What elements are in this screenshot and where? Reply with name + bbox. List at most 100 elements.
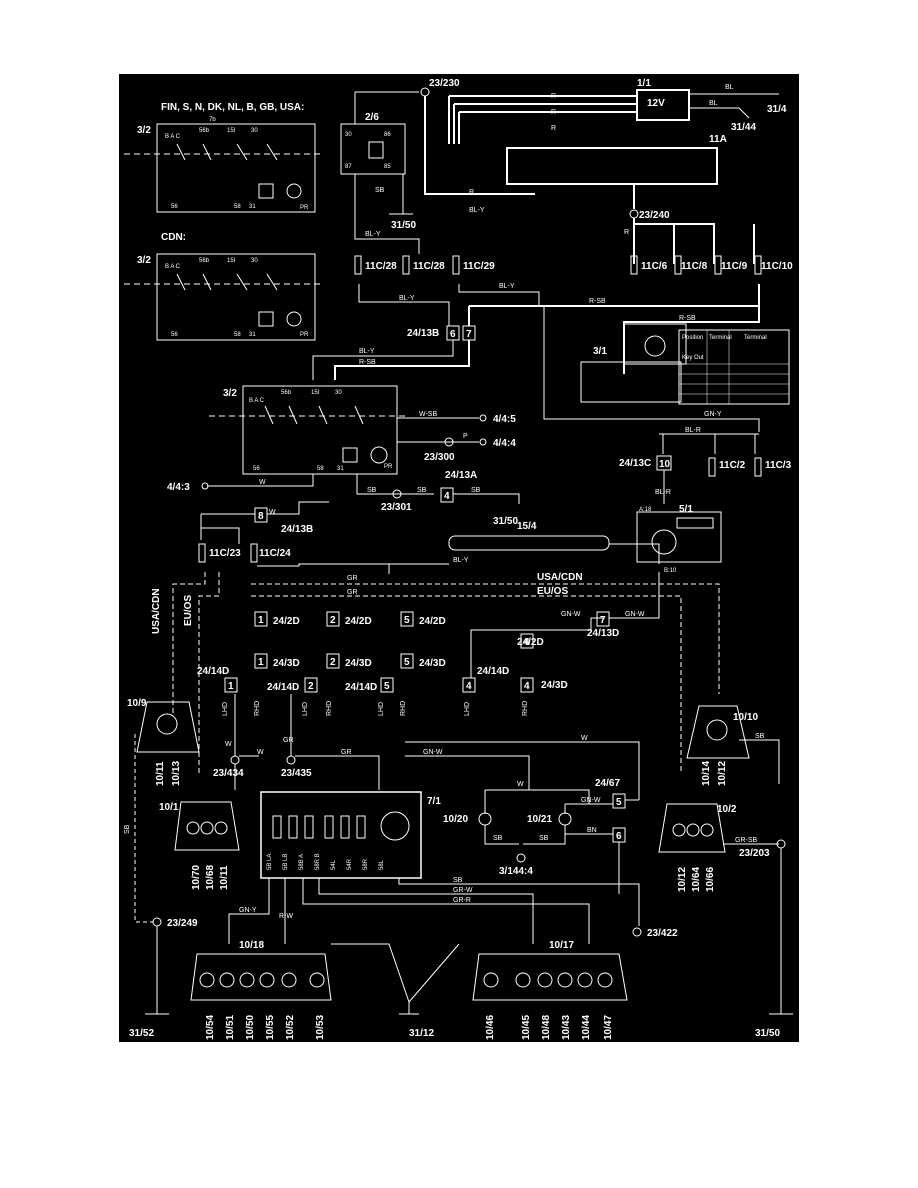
conn-14d-pin-1: 1: [228, 681, 234, 692]
node-4-4-3: 4/4:3: [167, 482, 190, 493]
lamp-10-70: 10/70: [191, 865, 202, 890]
conn-3d-pin-2: 2: [330, 657, 336, 668]
battery-id: 1/1: [637, 78, 651, 89]
switch-1-30: 30: [251, 128, 258, 134]
switch-3-pr: PR: [384, 464, 393, 470]
fuse-11c-8: 11C/8: [681, 261, 708, 272]
lamp-group-10-17: 10/17 10/46 10/45 10/48 10/43 10/44 10/4…: [472, 940, 628, 1040]
ground-31-44: 31/44: [731, 122, 756, 133]
wire-sb-7: SB: [539, 835, 549, 842]
conn-24-14d-b: 24/14D: [267, 682, 299, 693]
relay-87: 87: [345, 164, 352, 170]
node-3-144-4: 3/144:4: [499, 866, 533, 877]
right-ground-run: 31/50: [755, 848, 793, 1039]
market-eu-os-vertical: EU/OS: [183, 595, 194, 626]
conn-24-2d-b: 24/2D: [345, 616, 372, 627]
fusebox-11a: 23/230 11A R R R R BL-Y 23/240 R: [420, 78, 755, 264]
wire-sb-4: SB: [755, 733, 765, 740]
wire-gn-y-1: GN-Y: [704, 411, 722, 418]
switch-3-label: 3/2: [223, 388, 237, 399]
conn-24-13d-pin-7: 7: [600, 615, 606, 626]
ground-31-50-a: 31/50: [493, 516, 518, 527]
ground-31-12-group: 31/12: [331, 943, 460, 1039]
switch-2-31: 31: [249, 332, 256, 338]
node-23-240: 23/240: [639, 210, 670, 221]
conn-3d-pin-4: 4: [524, 681, 530, 692]
relay-86: 86: [384, 132, 391, 138]
node-23-249: 23/249: [167, 918, 198, 929]
conn-24-2d-c: 24/2D: [419, 616, 446, 627]
control-id: 7/1: [427, 796, 441, 807]
lamp-10-1-label: 10/1: [159, 802, 179, 813]
wire-gn-w-2: GN-W: [625, 611, 645, 618]
light-switch-2: CDN: 3/2 B A C 56b 15I 30 56 58 31 PR: [124, 232, 324, 341]
conn-3d-pin-5: 5: [404, 657, 410, 668]
connector-24-13c-label: 24/13C: [619, 458, 651, 469]
conn-24-3d-b: 24/3D: [345, 658, 372, 669]
switch-1-15i: 15I: [227, 128, 236, 134]
connector-array: 1 24/2D 2 24/2D 5 24/2D 1 24/3D 2 24/3D …: [197, 572, 660, 716]
header-cdn: CDN:: [161, 232, 186, 243]
wire-gn-w-4: GN-W: [581, 797, 601, 804]
light-switch-1: FIN, S, N, DK, NL, B, GB, USA: 3/2 B A C…: [124, 102, 324, 213]
lamp-10-44: 10/44: [581, 1015, 592, 1040]
relay-ground: 31/50: [391, 220, 416, 231]
wire-w-4: W: [257, 749, 264, 756]
ground-31-50-b: 31/50: [755, 1028, 780, 1039]
module-b10: B:10: [664, 568, 677, 574]
lamp-10-18-label: 10/18: [239, 940, 264, 951]
lamp-10-13: 10/13: [171, 761, 182, 786]
conn-24-14d-d: 24/14D: [477, 666, 509, 677]
ground-31-4: 31/4: [767, 104, 787, 115]
lamp-group-10-9: 10/9 10/11 10/13: [127, 698, 200, 786]
control-pin-58r: 58R: [363, 858, 369, 870]
lhd-2: LHD: [302, 702, 309, 716]
wire-sb-2: SB: [417, 487, 427, 494]
wire-w-6: W: [517, 781, 524, 788]
switch-1-7b: 7b: [209, 117, 216, 123]
lamp-10-55: 10/55: [265, 1015, 276, 1040]
wire-sb-8: SB: [124, 824, 131, 834]
conn-24-13d-label: 24/13D: [587, 628, 619, 639]
wire-bl-y-3: BL-Y: [399, 295, 415, 302]
relay-2-6: 2/6 30 86 87 85 SB 31/50 BL-Y: [340, 91, 420, 254]
fuse-11c-23: 11C/23: [209, 548, 241, 559]
lamp-10-45: 10/45: [521, 1015, 532, 1040]
fuse-11c-3: 11C/3: [765, 460, 792, 471]
node-23-301: 23/301: [381, 502, 412, 513]
wire-r-2: R: [551, 109, 556, 116]
switch-3-30: 30: [335, 390, 342, 396]
connector-24-13b-bottom: W 8 24/13B 11C/23 11C/24 15/4 BL-Y: [198, 501, 660, 574]
wire-bl-r-2: BL-R: [655, 489, 671, 496]
lamp-10-10-label: 10/10: [733, 712, 758, 723]
switch-3-58: 58: [317, 466, 324, 472]
switch-2-bac: B A C: [165, 264, 181, 270]
connector-24-13b-top: 24/13B 6 7 BL-Y R-SB: [312, 325, 476, 380]
conn-14d-pin-2: 2: [308, 681, 314, 692]
ignition-id: 3/1: [593, 346, 607, 357]
connector-24-13b-pin-8: 8: [258, 511, 264, 522]
switch-2-15i: 15I: [227, 258, 236, 264]
control-module-7-1: 7/1 5B LA 5B LB 58B A 58R B 54L 54R 58R …: [228, 791, 640, 944]
node-4-4-5: 4/4:5: [493, 414, 516, 425]
fuse-11c-6: 11C/6: [641, 261, 668, 272]
left-ground-run: SB 23/249 31/52 23/422: [124, 734, 678, 1039]
node-23-203: 23/203: [739, 848, 770, 859]
wire-bl-y-4: BL-Y: [499, 283, 515, 290]
market-usa-cdn-vertical: USA/CDN: [151, 588, 162, 634]
module-a18: A:18: [639, 507, 652, 513]
switch-1-58: 58: [234, 204, 241, 210]
module-5-1: BL-R 24/13C 10 11C/2 11C/3 BL-R 5/1 A:18…: [619, 427, 792, 574]
rhd-3: RHD: [400, 701, 407, 716]
lamp-10-12-a: 10/12: [717, 761, 728, 786]
control-pin-54l: 54L: [331, 859, 337, 870]
lamp-10-50: 10/50: [245, 1015, 256, 1040]
lamp-10-52: 10/52: [285, 1015, 296, 1040]
nodes-434-435: 23/434 23/435 W GR GR W GN-W W: [213, 694, 640, 800]
conn-24-3d-a: 24/3D: [273, 658, 300, 669]
rhd-4: RHD: [522, 701, 529, 716]
conn-14d-pin-4: 4: [466, 681, 472, 692]
fuses-6-10: 11C/6 11C/8 11C/9 11C/10 R-SB: [623, 255, 793, 374]
switch-2-58: 58: [234, 332, 241, 338]
conn-2d-pin-4: 4: [524, 637, 530, 648]
